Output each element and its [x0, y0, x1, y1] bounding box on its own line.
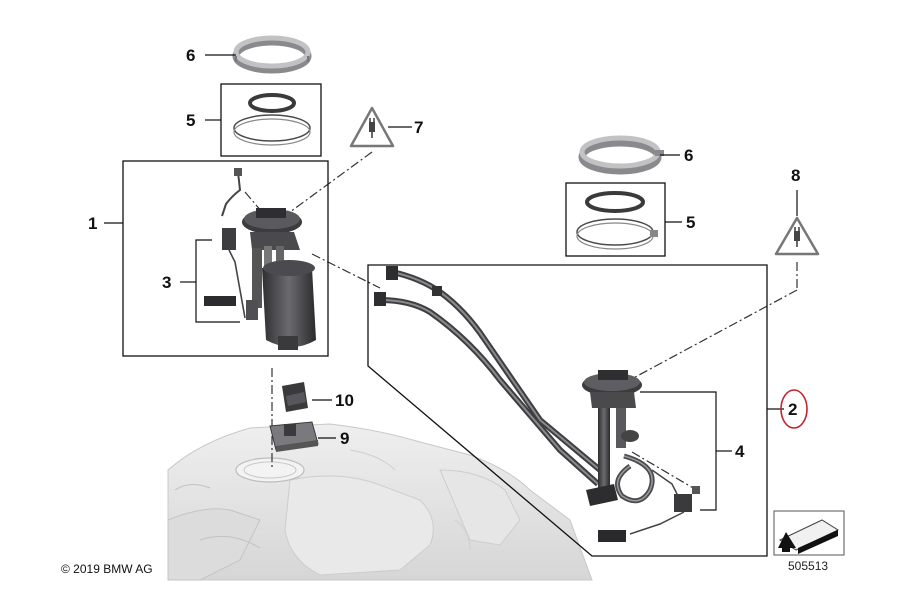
callout-10: 10	[335, 391, 354, 410]
callout-4: 4	[735, 442, 745, 461]
callout-7: 7	[414, 118, 423, 137]
ref-number: 505513	[788, 559, 828, 573]
fuel-tank	[167, 423, 593, 581]
callout-8: 8	[791, 166, 800, 185]
callout-2: 2	[788, 400, 797, 419]
callout-6-right: 6	[684, 146, 693, 165]
seal-ring-5-left	[233, 93, 311, 146]
highlight-circle	[780, 389, 808, 429]
bracket-part-9	[269, 421, 319, 452]
bracket-3	[195, 239, 240, 323]
box-fuel-pump-unit	[122, 160, 329, 357]
lock-ring-6-right	[578, 135, 664, 175]
dash-line-plug-8	[625, 289, 798, 383]
arrow-navigation-icon[interactable]	[773, 510, 845, 556]
electrical-plug-warning-icon	[349, 106, 395, 148]
box-seal-5-right	[565, 182, 666, 257]
electrical-plug-warning-icon-8	[774, 216, 820, 256]
callout-1: 1	[88, 214, 97, 233]
box-secondary-unit	[367, 264, 768, 557]
dash-line-pump-to-hose	[311, 253, 381, 289]
callout-9: 9	[340, 429, 349, 448]
callout-3: 3	[162, 273, 171, 292]
lock-ring-6-left	[232, 35, 312, 74]
dash-line-sender-4	[631, 451, 701, 493]
copyright-text: © 2019 BMW AG	[61, 562, 153, 576]
callout-5-right: 5	[686, 213, 695, 232]
secondary-pump-unit	[582, 370, 700, 542]
seal-ring-5-right	[576, 191, 658, 250]
callout-6-left: 6	[186, 46, 195, 65]
fuel-hoses	[374, 266, 602, 487]
fuel-pump-unit	[204, 168, 316, 350]
cover-part-10	[282, 382, 308, 412]
callout-5-left: 5	[186, 111, 195, 130]
